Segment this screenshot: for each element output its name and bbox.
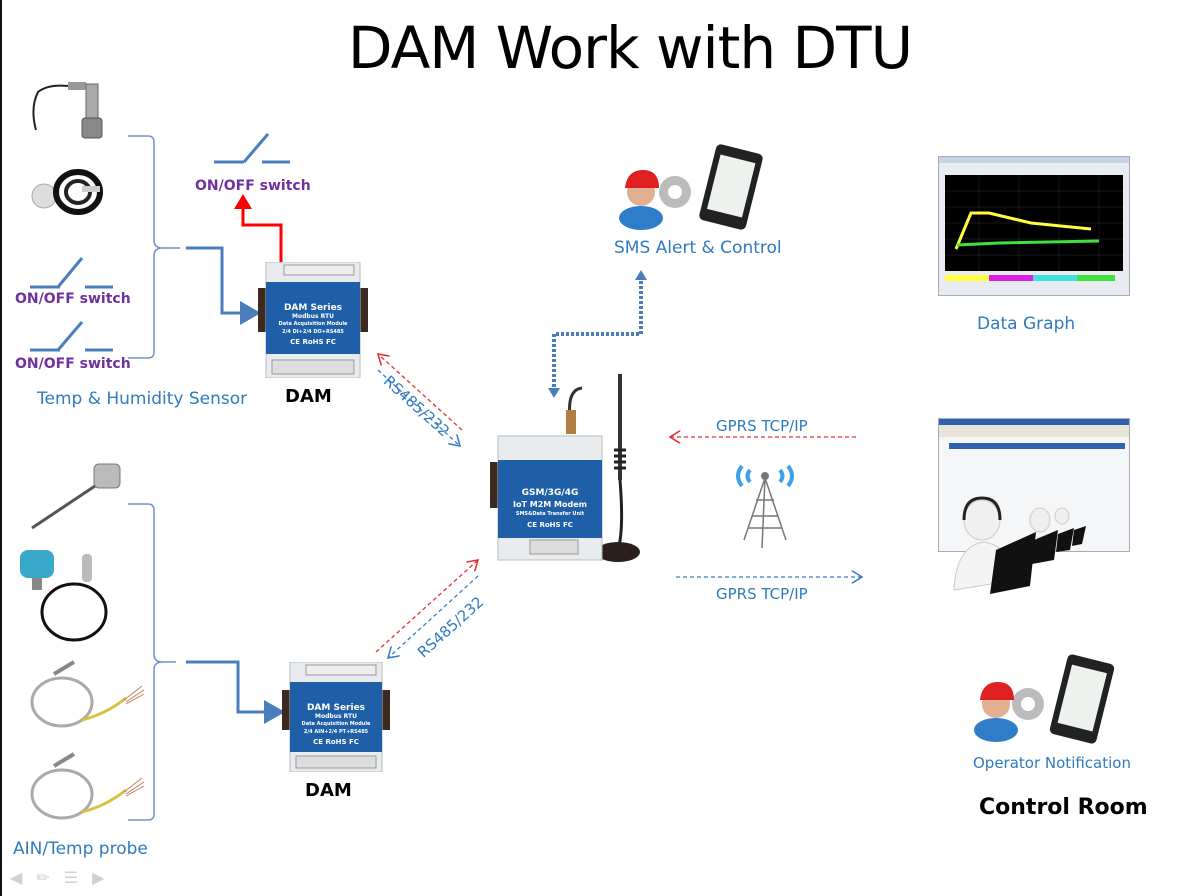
phone-icon <box>699 144 763 230</box>
dam-bottom-spec: 2/4 AIN+2/4 PT+RS485 <box>303 729 369 735</box>
previous-slide-icon[interactable]: ◀ <box>10 870 23 887</box>
operator-notification-label: Operator Notification <box>973 754 1131 772</box>
float-level-switch-image <box>32 82 103 139</box>
dam-top-sub1: Modbus RTU <box>292 313 334 320</box>
slide-border <box>0 0 2 896</box>
arrow-dam-to-switch <box>234 194 283 262</box>
phone-icon <box>1049 654 1115 744</box>
switch-2-label: ON/OFF switch <box>15 356 131 372</box>
control-room-label: Control Room <box>979 795 1148 820</box>
next-slide-icon[interactable]: ▶ <box>92 870 105 887</box>
data-graph-label: Data Graph <box>977 314 1076 334</box>
rs485-bottom-red-line <box>375 560 478 653</box>
dam-top-title: DAM Series <box>283 303 343 313</box>
gprs-out-label: GPRS TCP/IP <box>716 585 808 603</box>
cell-tower-icon <box>736 464 794 549</box>
switch-1-label: ON/OFF switch <box>15 291 131 307</box>
switch-symbol-1 <box>30 257 113 289</box>
sms-label: SMS Alert & Control <box>614 238 782 258</box>
menu-icon[interactable]: ☰ <box>63 870 79 887</box>
dam-top-sub2: Data Acquisition Module <box>278 321 348 327</box>
temp-probe-1-image <box>30 660 145 728</box>
graph-series-yellow <box>954 211 1092 250</box>
dam-top-spec: 2/4 DI+2/4 DO+RS485 <box>282 329 344 335</box>
temp-humidity-caption: Temp & Humidity Sensor <box>37 389 248 409</box>
dam-bottom-certs: CE RoHS FC <box>313 738 359 746</box>
arrow-to-dam-top <box>186 246 261 325</box>
switch-symbol-2 <box>30 321 113 352</box>
dam-bottom-sub2: Data Acquisition Module <box>301 721 371 727</box>
dtu-title: GSM/3G/4G <box>521 488 579 498</box>
bracket-bottom <box>128 503 176 821</box>
data-graph-image <box>938 156 1130 296</box>
switch-symbol-top <box>214 133 290 164</box>
arrow-to-dam-bottom <box>186 660 285 724</box>
bracket-top <box>128 135 180 359</box>
sms-link <box>552 276 643 392</box>
dam-bottom-title: DAM Series <box>306 703 366 713</box>
dam-bottom-label: DAM <box>305 780 352 801</box>
dam-bottom-sub1: Modbus RTU <box>315 713 357 720</box>
rs485-bottom-blue-line <box>388 575 479 658</box>
rs485-top-blue-line <box>377 369 460 446</box>
dam-top-certs: CE RoHS FC <box>290 338 336 346</box>
engineer-icon <box>974 682 1044 742</box>
switch-top-label: ON/OFF switch <box>195 178 311 194</box>
temp-probe-2-image <box>30 752 145 820</box>
gprs-in-label: GPRS TCP/IP <box>716 417 808 435</box>
dam-top-label: DAM <box>285 386 332 407</box>
slide-nav-controls: ◀ ✏ ☰ ▶ <box>10 868 104 888</box>
sms-icons <box>619 144 763 230</box>
ain-temp-caption: AIN/Temp probe <box>13 839 148 859</box>
operators-illustration <box>953 496 1086 594</box>
dtu-modem-device: GSM/3G/4G IoT M2M Modem SMS&Data Transfe… <box>490 370 660 570</box>
dtu-sub2: SMS&Data Transfer Unit <box>515 511 585 517</box>
dtu-sub1: IoT M2M Modem <box>513 500 587 509</box>
dtu-certs: CE RoHS FC <box>527 521 573 529</box>
dam-device-top: DAM Series Modbus RTU Data Acquisition M… <box>258 262 370 378</box>
pen-icon[interactable]: ✏ <box>36 870 50 887</box>
thermocouple-image <box>31 463 121 530</box>
page-title: DAM Work with DTU <box>347 14 913 82</box>
rs485-top-red-line <box>378 354 463 431</box>
engineer-icon <box>619 170 691 230</box>
pressure-transmitter-image <box>20 550 108 642</box>
operator-notification-icons <box>974 654 1115 744</box>
humidity-sensor-image <box>31 169 103 215</box>
graph-series-green <box>956 239 1100 247</box>
dam-device-bottom: DAM Series Modbus RTU Data Acquisition M… <box>282 662 392 772</box>
